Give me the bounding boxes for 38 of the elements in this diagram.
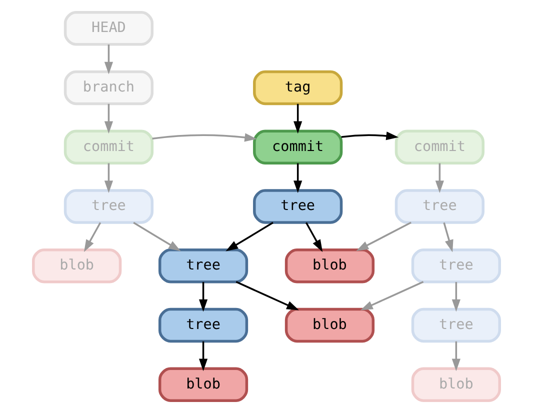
arrow bbox=[356, 222, 412, 252]
arrow bbox=[236, 281, 299, 310]
arrow bbox=[435, 163, 444, 193]
node-box: tree bbox=[394, 189, 484, 224]
arrow bbox=[360, 281, 424, 310]
arrow bbox=[452, 341, 460, 372]
node-box: tree bbox=[158, 248, 248, 284]
node-box: branch bbox=[64, 70, 154, 106]
arrow bbox=[84, 222, 102, 252]
node-box: commit bbox=[253, 130, 343, 164]
arrow bbox=[133, 222, 181, 252]
arrow bbox=[198, 341, 208, 372]
arrow bbox=[226, 222, 274, 252]
node-box: tree bbox=[253, 189, 343, 224]
arrow bbox=[104, 104, 114, 134]
arrow bbox=[152, 133, 257, 142]
arrow bbox=[294, 163, 302, 193]
arrow bbox=[341, 132, 399, 140]
node-box: blob bbox=[411, 367, 501, 402]
arrow bbox=[443, 222, 454, 252]
node-box: tag bbox=[253, 70, 343, 106]
node-box: tree bbox=[411, 308, 501, 343]
arrow bbox=[104, 44, 114, 74]
node-box: blob bbox=[32, 248, 122, 284]
arrow bbox=[198, 282, 208, 312]
node-box: tree bbox=[411, 248, 501, 284]
node-box: blob bbox=[284, 308, 375, 343]
node-box: tree bbox=[158, 308, 248, 343]
node-box: blob bbox=[284, 248, 375, 284]
arrow bbox=[294, 104, 302, 134]
arrow bbox=[305, 222, 323, 252]
node-box: tree bbox=[64, 189, 154, 224]
node-box: commit bbox=[394, 130, 484, 164]
node-box: HEAD bbox=[64, 11, 154, 46]
node-box: blob bbox=[158, 367, 248, 402]
node-box: commit bbox=[64, 130, 154, 164]
arrow bbox=[104, 163, 114, 193]
arrow bbox=[452, 282, 460, 312]
